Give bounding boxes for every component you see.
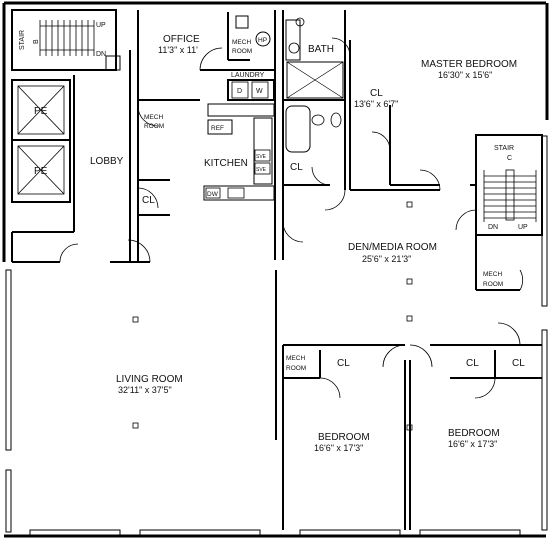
- laundry-label: LAUNDRY: [231, 72, 265, 79]
- dryer-box: [231, 81, 249, 99]
- toilet-circle: [295, 17, 305, 27]
- stair-c-up: UP: [518, 224, 528, 231]
- pe-bottom-label: PE: [34, 166, 48, 177]
- stair-c-letter: C: [507, 155, 512, 162]
- ceiling-fixtures: [132, 201, 413, 431]
- bedroom-2-label: BEDROOM: [448, 428, 500, 439]
- den-label: DEN/MEDIA ROOM: [348, 242, 437, 253]
- bedroom-1-label: BEDROOM: [318, 432, 370, 443]
- bedroom-mech-line1: MECH: [286, 355, 305, 362]
- ref-label: REF: [211, 125, 224, 132]
- stair-b-letter: B: [33, 39, 40, 44]
- stove-bottom: [254, 162, 271, 175]
- dryer-label: D: [237, 88, 242, 95]
- toilet-lower: [330, 112, 342, 128]
- office-mech-line1: MECH: [232, 39, 251, 46]
- bath-sink-circle: [288, 42, 300, 54]
- office-label: OFFICE: [163, 34, 200, 45]
- windows: [5, 135, 548, 536]
- hp-unit: [255, 31, 271, 47]
- door-swings: [59, 37, 524, 399]
- bath-closet-label: CL: [290, 162, 303, 173]
- hp-label: HP: [258, 37, 267, 44]
- walkin-closet-label: CL: [370, 88, 383, 99]
- lobby-mech-line1: MECH: [144, 114, 163, 121]
- kitchen-label: KITCHEN: [204, 158, 248, 169]
- stove-bottom-label: SVE: [256, 167, 267, 173]
- stair-b-dn: DN: [96, 51, 106, 58]
- lobby-mech-line2: ROOM: [144, 123, 164, 130]
- washer-label: W: [256, 88, 263, 95]
- sink-lower: [311, 114, 325, 126]
- right-mech-line2: ROOM: [483, 281, 503, 288]
- bedroom2-closet-a-label: CL: [466, 358, 479, 369]
- washer-box: [251, 81, 269, 99]
- living-room-dim: 32'11" x 37'5": [118, 385, 172, 395]
- shower: [286, 61, 344, 99]
- right-mech-line1: MECH: [483, 271, 502, 278]
- stove-top: [254, 149, 271, 162]
- office-dim: 11'3" x 11': [158, 45, 198, 55]
- kitchen-sink: [227, 187, 245, 199]
- living-room-label: LIVING ROOM: [116, 374, 183, 385]
- pe-shafts: [17, 85, 65, 195]
- pe-top-label: PE: [34, 106, 48, 117]
- stair-c: [483, 169, 537, 222]
- dishwasher: [205, 187, 221, 199]
- bath-label: BATH: [308, 44, 334, 55]
- bathtub: [285, 105, 311, 153]
- column-lobby: [105, 55, 121, 71]
- bedroom1-closet-label: CL: [337, 358, 350, 369]
- stair-b: [39, 20, 95, 56]
- stair-c-word: STAIR: [494, 145, 514, 152]
- kitchen-island: [203, 185, 275, 201]
- office-mech-line2: ROOM: [232, 48, 252, 55]
- bedroom-1-dim: 16'6" x 17'3": [314, 443, 363, 453]
- bedroom-mech-line2: ROOM: [286, 365, 306, 372]
- master-bedroom-label: MASTER BEDROOM: [421, 59, 517, 70]
- stair-b-up: UP: [96, 22, 106, 29]
- walkin-closet-dim: 13'6" x 6'7": [354, 99, 398, 109]
- den-dim: 25'6" x 21'3": [362, 254, 411, 264]
- stair-c-dn: DN: [488, 224, 498, 231]
- dw-label: DW: [207, 191, 219, 198]
- interior-walls: [11, 9, 543, 530]
- bedroom-2-dim: 16'6" x 17'3": [448, 439, 497, 449]
- master-bedroom-dim: 16'30" x 15'6": [438, 70, 492, 80]
- stove-top-label: SVE: [256, 154, 267, 160]
- lobby-closet-label: CL: [142, 195, 155, 206]
- shower-x2: [286, 61, 344, 99]
- refrigerator: [207, 119, 233, 135]
- kitchen-counter-side: [253, 117, 273, 185]
- water-heater: [235, 15, 249, 29]
- vanity: [285, 19, 301, 61]
- kitchen-counter-top: [207, 103, 275, 117]
- lobby-label: LOBBY: [90, 156, 124, 167]
- stair-b-word: STAIR: [19, 30, 26, 50]
- bedroom2-closet-b-label: CL: [512, 358, 525, 369]
